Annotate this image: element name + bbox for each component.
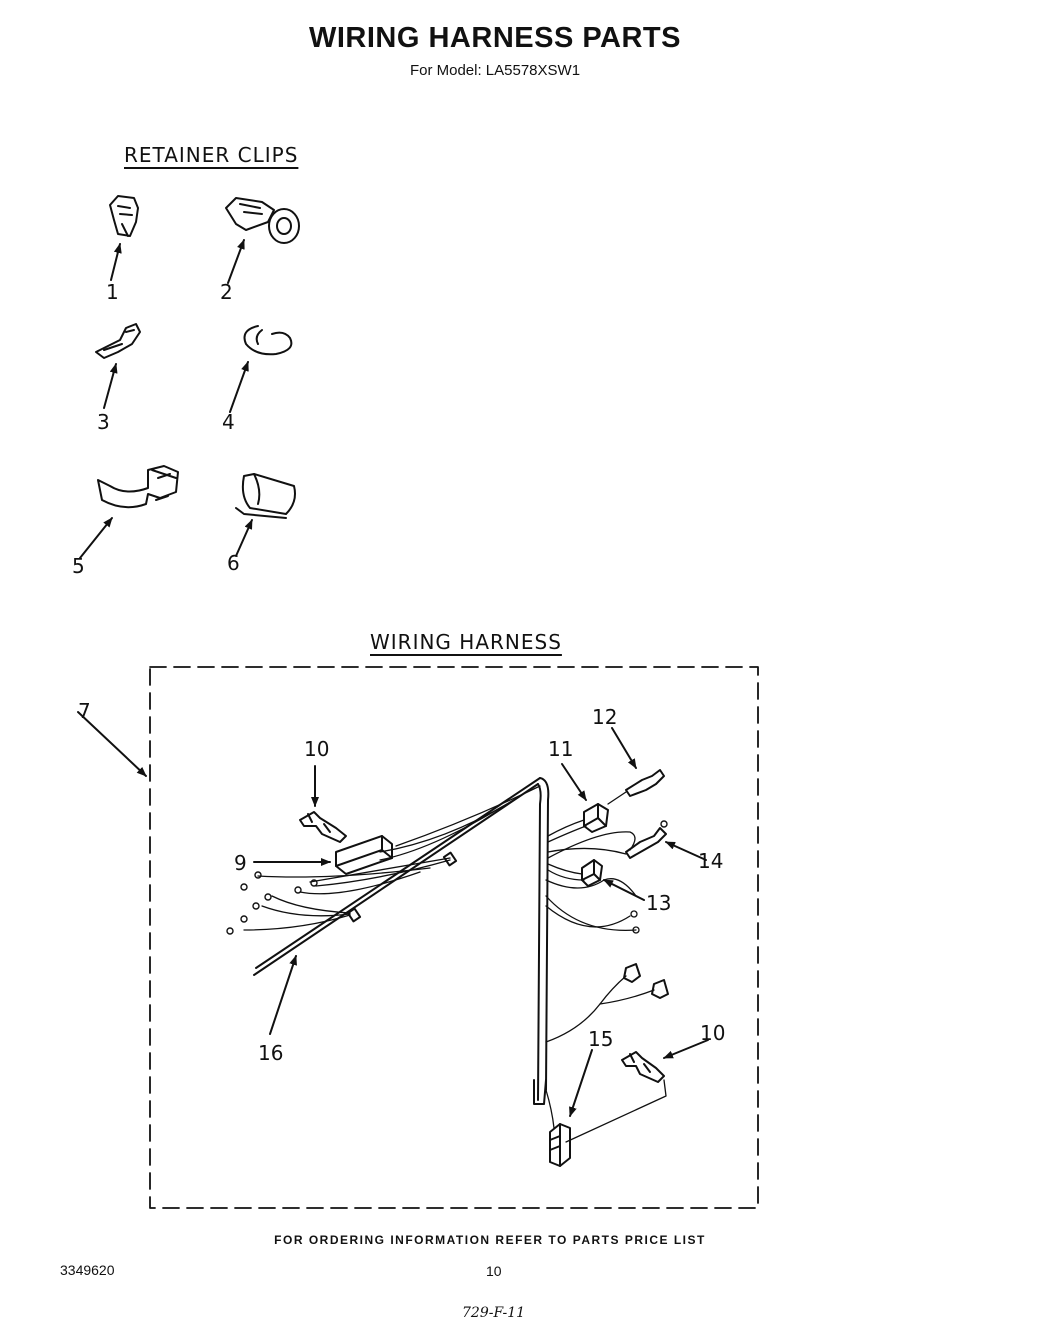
leader-line-1 bbox=[110, 243, 122, 281]
callout-4: 4 bbox=[222, 410, 235, 434]
page-title: WIRING HARNESS PARTS bbox=[309, 22, 681, 54]
leader-line-10-lower bbox=[663, 1039, 709, 1059]
callout-2: 2 bbox=[220, 280, 233, 304]
callout-11: 11 bbox=[548, 737, 573, 761]
section-wiring-harness: WIRING HARNESS bbox=[370, 630, 562, 654]
connector-11 bbox=[547, 803, 609, 843]
callout-13: 13 bbox=[646, 891, 671, 915]
retainer-clip-1 bbox=[109, 195, 139, 237]
terminal-14 bbox=[547, 820, 668, 859]
leader-line-16 bbox=[269, 955, 297, 1035]
callout-5: 5 bbox=[72, 554, 85, 578]
retainer-clip-5 bbox=[97, 465, 179, 509]
model-line: For Model: LA5578XSW1 bbox=[409, 62, 581, 79]
callout-12: 12 bbox=[592, 705, 617, 729]
callout-10-lower: 10 bbox=[700, 1021, 725, 1045]
retainer-clip-3 bbox=[95, 323, 141, 359]
wire-terminals-left bbox=[226, 871, 318, 935]
block-connector-9 bbox=[335, 835, 393, 875]
callout-14: 14 bbox=[698, 849, 723, 873]
page-number: 10 bbox=[486, 1263, 502, 1279]
leader-line-2 bbox=[227, 239, 245, 284]
leader-line-6 bbox=[235, 519, 253, 557]
leader-line-13 bbox=[603, 879, 645, 901]
ordering-note: FOR ORDERING INFORMATION REFER TO PARTS … bbox=[274, 1233, 706, 1247]
terminal-10-lower bbox=[565, 1051, 667, 1143]
callout-15: 15 bbox=[588, 1027, 613, 1051]
leader-line-3 bbox=[103, 363, 118, 409]
terminal-12 bbox=[607, 769, 665, 805]
callout-16: 16 bbox=[258, 1041, 283, 1065]
retainer-clip-4 bbox=[243, 325, 293, 356]
connector-13 bbox=[547, 859, 603, 887]
callout-3: 3 bbox=[97, 410, 110, 434]
lower-right-connectors bbox=[545, 963, 669, 1043]
leader-line-4 bbox=[229, 361, 249, 413]
callout-6: 6 bbox=[227, 551, 240, 575]
section-retainer-clips: RETAINER CLIPS bbox=[124, 143, 299, 167]
leader-line-15 bbox=[569, 1049, 593, 1117]
document-number: 3349620 bbox=[60, 1262, 115, 1278]
harness-kit-boundary bbox=[149, 666, 759, 1209]
leader-line-12 bbox=[611, 727, 637, 769]
right-branch-wires bbox=[545, 878, 640, 934]
leader-line-5 bbox=[79, 517, 113, 559]
callout-10-upper: 10 bbox=[304, 737, 329, 761]
callout-labels: 1 2 3 4 5 6 7 9 10 10 11 12 13 14 15 16 bbox=[72, 280, 725, 1065]
retainer-clip-2 bbox=[225, 197, 300, 244]
leader-line-14 bbox=[665, 841, 707, 861]
terminal-10-upper bbox=[299, 811, 347, 843]
callout-7: 7 bbox=[78, 699, 91, 723]
leader-line-7 bbox=[77, 711, 147, 777]
retainer-clip-6 bbox=[235, 473, 296, 519]
handwritten-reference: 729-F-11 bbox=[462, 1305, 526, 1321]
harness-trunk bbox=[253, 777, 550, 1105]
callout-1: 1 bbox=[106, 280, 119, 304]
callout-9: 9 bbox=[234, 851, 247, 875]
harness-connector-15 bbox=[545, 1089, 571, 1167]
leader-line-11 bbox=[561, 763, 587, 801]
